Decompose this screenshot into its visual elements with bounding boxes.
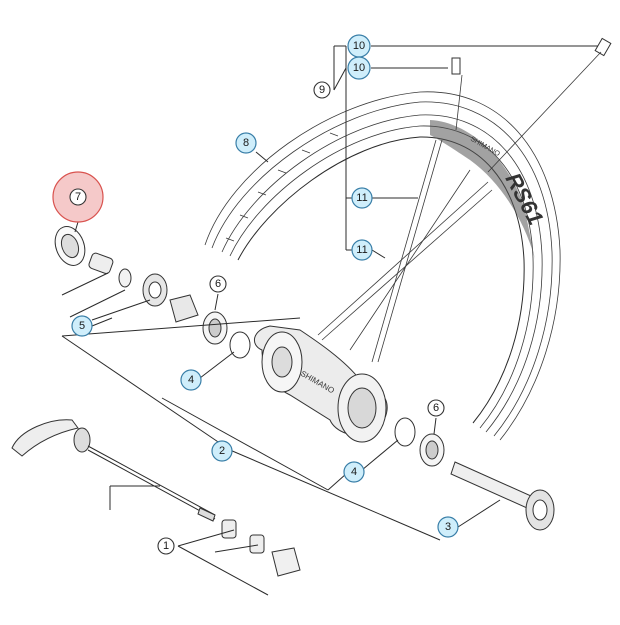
rim-decal-band bbox=[430, 120, 535, 260]
quick-release bbox=[11, 419, 301, 577]
rim: RS61 SHIMANO bbox=[204, 91, 561, 441]
svg-text:8: 8 bbox=[243, 137, 249, 149]
svg-text:6: 6 bbox=[215, 278, 221, 290]
svg-text:10: 10 bbox=[353, 40, 365, 52]
right-parts-stack bbox=[394, 417, 555, 531]
callout-11-upper[interactable]: 11 bbox=[351, 187, 373, 209]
svg-text:3: 3 bbox=[445, 521, 451, 533]
svg-text:9: 9 bbox=[319, 84, 325, 96]
svg-text:7: 7 bbox=[75, 191, 81, 203]
leader-lines bbox=[61, 45, 598, 596]
hub-body: SHIMANO bbox=[254, 325, 388, 443]
callout-1[interactable]: 1 bbox=[157, 537, 175, 555]
callout-9[interactable]: 9 bbox=[313, 81, 331, 99]
callout-8[interactable]: 8 bbox=[235, 132, 257, 154]
callout-5[interactable]: 5 bbox=[71, 315, 93, 337]
callout-7[interactable]: 7 bbox=[69, 188, 87, 206]
svg-text:5: 5 bbox=[79, 320, 85, 332]
callout-2[interactable]: 2 bbox=[211, 440, 233, 462]
callout-10-second[interactable]: 10 bbox=[347, 56, 371, 80]
spokes bbox=[317, 37, 612, 363]
svg-text:6: 6 bbox=[433, 402, 439, 414]
callout-6-top[interactable]: 6 bbox=[209, 275, 227, 293]
svg-text:4: 4 bbox=[351, 466, 357, 478]
svg-text:10: 10 bbox=[353, 62, 365, 74]
callout-10-top[interactable]: 10 bbox=[347, 34, 371, 58]
svg-text:11: 11 bbox=[356, 244, 367, 256]
callout-4-top[interactable]: 4 bbox=[180, 369, 202, 391]
svg-text:4: 4 bbox=[188, 374, 194, 386]
callout-3[interactable]: 3 bbox=[437, 516, 459, 538]
svg-text:11: 11 bbox=[356, 192, 367, 204]
spoke-nipple bbox=[594, 37, 612, 57]
callout-4-bottom[interactable]: 4 bbox=[343, 461, 365, 483]
svg-text:1: 1 bbox=[163, 540, 169, 552]
callout-11-lower[interactable]: 11 bbox=[351, 239, 373, 261]
svg-text:2: 2 bbox=[219, 445, 225, 457]
left-parts-stack bbox=[54, 226, 251, 359]
valve-nipple bbox=[451, 57, 461, 75]
callout-6-bottom[interactable]: 6 bbox=[427, 399, 445, 417]
